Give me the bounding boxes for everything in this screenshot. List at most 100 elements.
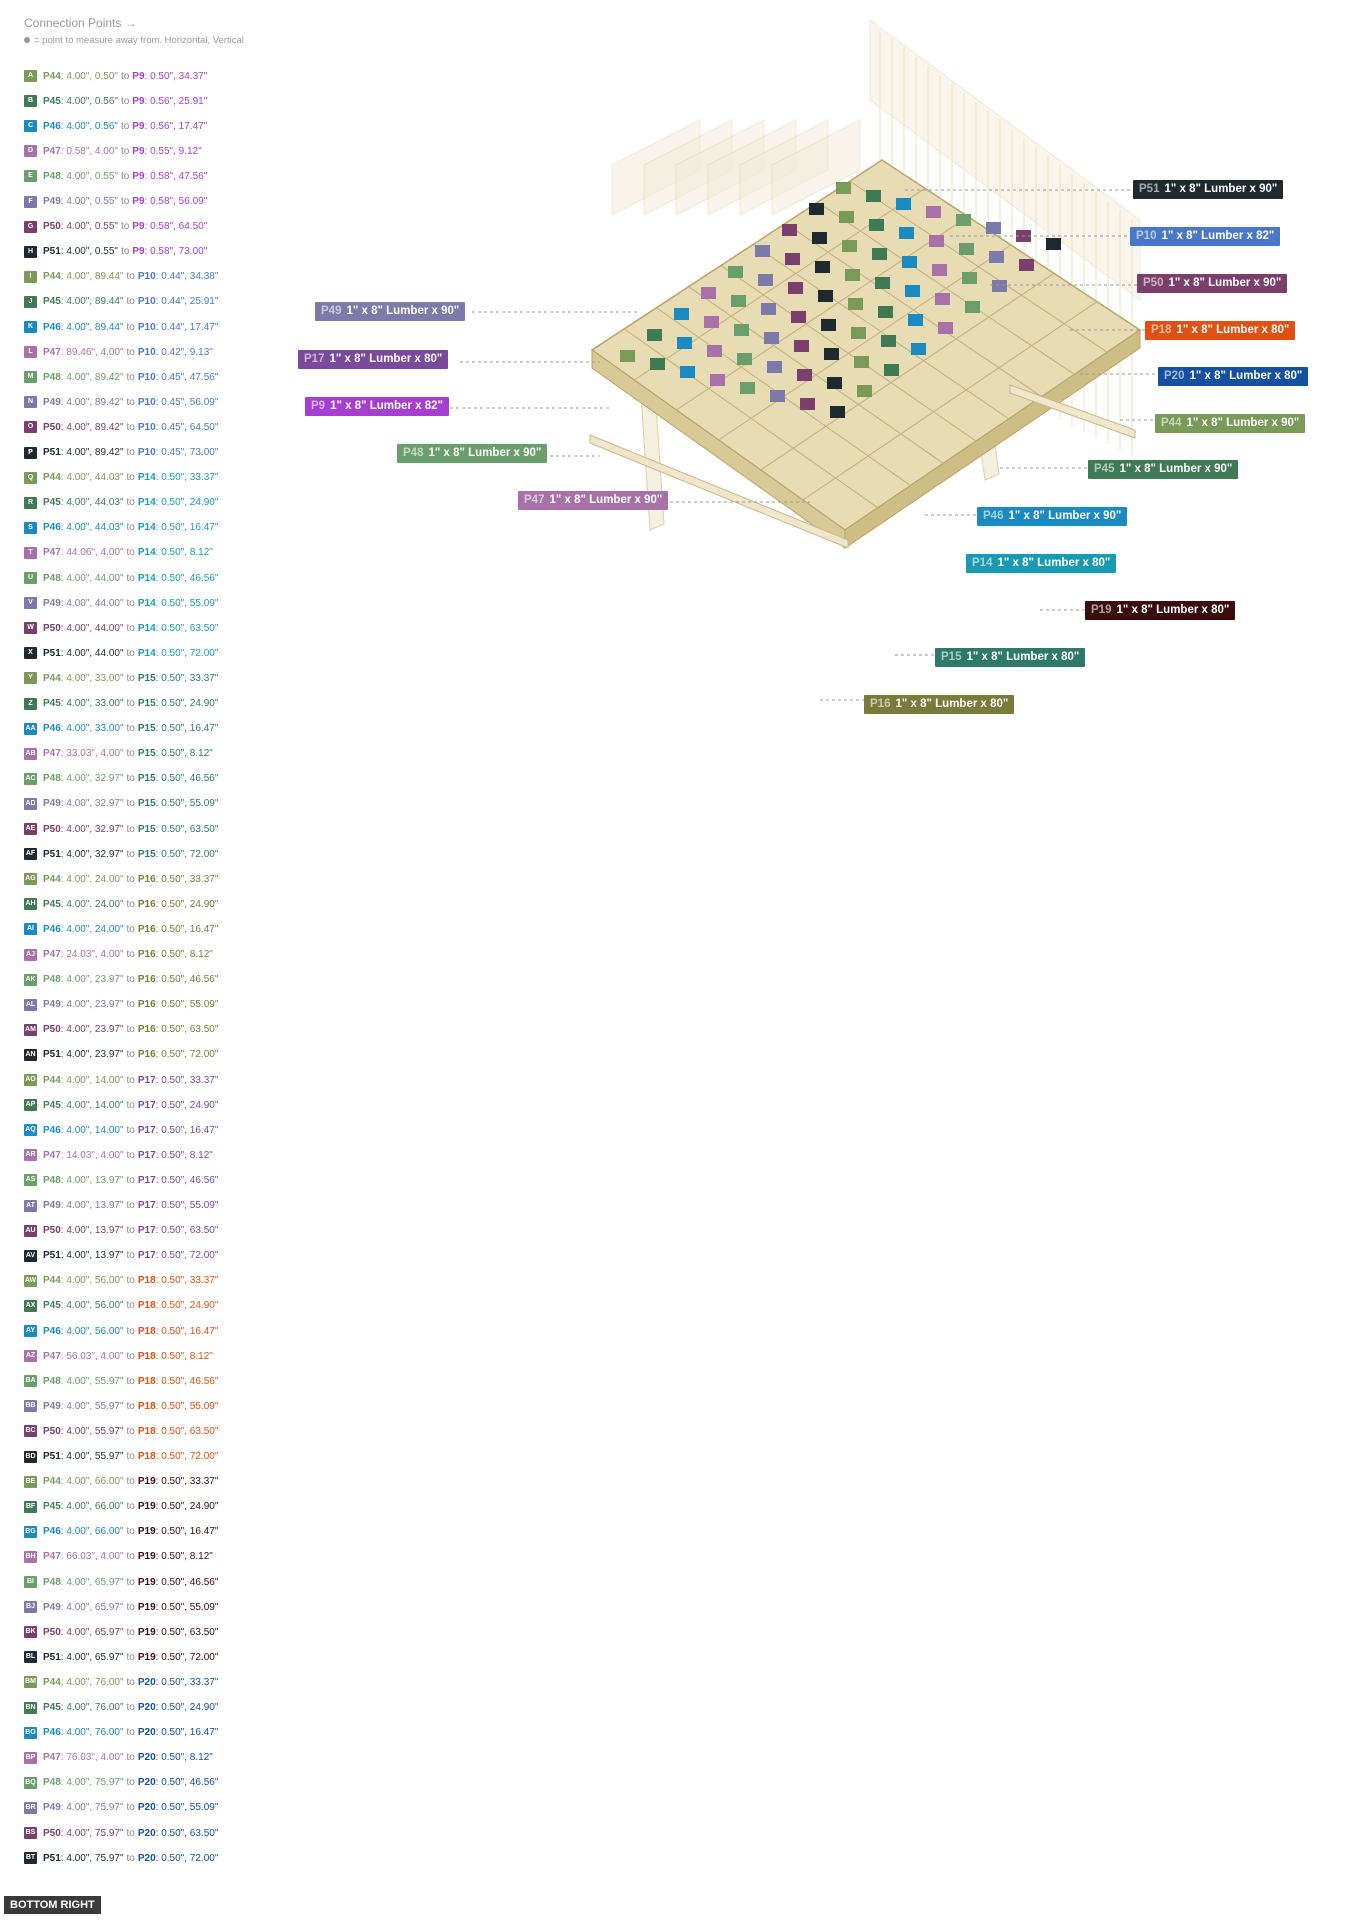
part-b-value: 0.56", 17.47"	[150, 120, 208, 132]
part-a: P46	[43, 321, 61, 333]
part-a-value: 4.00", 32.97"	[66, 798, 124, 810]
part-b: P14	[137, 547, 156, 559]
callout-part-id: P17	[304, 353, 325, 365]
part-a: P45	[43, 1501, 61, 1513]
part-b-value: 0.44", 25.91"	[161, 296, 219, 308]
part-b: P19	[137, 1526, 156, 1538]
marker-bo	[911, 343, 926, 355]
part-b-value: 0.50", 55.09"	[161, 1200, 219, 1211]
part-b: P9	[132, 246, 145, 258]
marker-d	[701, 287, 716, 299]
connection-badge: AG	[24, 873, 37, 886]
part-a: P45	[43, 698, 61, 709]
connection-badge: AO	[24, 1074, 37, 1086]
part-a: P51	[43, 447, 61, 458]
view-label[interactable]: BOTTOM RIGHT	[4, 1896, 101, 1914]
part-b: P14	[137, 572, 156, 584]
part-b-value: 0.58", 64.50"	[150, 221, 208, 233]
part-a-value: 4.00", 89.44"	[66, 271, 124, 283]
part-b: P17	[137, 1149, 156, 1161]
connection-badge: AI	[24, 923, 37, 936]
part-a-value: 4.00", 44.00"	[66, 622, 124, 634]
part-a-value: 4.00", 23.97"	[66, 1024, 124, 1036]
part-b-value: 0.44", 34.38"	[161, 271, 219, 283]
part-b-value: 0.50", 24.90"	[161, 698, 219, 709]
connection-badge: C	[24, 120, 37, 133]
callout-text: 1" x 8" Lumber x 90"	[346, 305, 460, 317]
part-a-value: 4.00", 76.00"	[66, 1702, 124, 1713]
part-a-value: 33.03", 4.00"	[66, 748, 124, 760]
part-b-value: 0.50", 16.47"	[161, 1124, 219, 1136]
part-a: P49	[43, 1200, 61, 1211]
connection-badge: AY	[24, 1325, 37, 1337]
part-a: P44	[43, 672, 61, 684]
part-a: P46	[43, 1325, 61, 1337]
part-a-value: 4.00", 13.97"	[66, 1174, 124, 1186]
part-b: P18	[137, 1400, 156, 1412]
part-b: P15	[137, 672, 156, 684]
connection-badge: B	[24, 95, 37, 108]
part-a-value: 4.00", 14.00"	[66, 1074, 124, 1086]
part-a: P45	[43, 1702, 61, 1713]
callout-part-id: P19	[1091, 604, 1112, 616]
part-a-value: 4.00", 14.00"	[66, 1099, 124, 1111]
part-b: P15	[137, 723, 156, 735]
connection-badge: AU	[24, 1224, 37, 1237]
part-b: P19	[137, 1651, 156, 1663]
part-b: P18	[137, 1350, 156, 1362]
connection-legend: Connection Points → = point to measure a…	[24, 14, 314, 1865]
part-b: P9	[132, 196, 145, 207]
part-a: P49	[43, 196, 61, 207]
callout-part-id: P15	[941, 651, 962, 663]
callout-part-id: P50	[1143, 277, 1164, 289]
marker-at	[770, 390, 785, 402]
marker-am	[794, 340, 809, 352]
part-b-value: 0.45", 56.09"	[161, 396, 219, 408]
part-a-value: 4.00", 65.97"	[66, 1626, 124, 1638]
part-a: P45	[43, 1300, 61, 1312]
connection-badge: Q	[24, 471, 37, 484]
part-b-value: 0.50", 8.12"	[161, 748, 213, 760]
part-a: P51	[43, 1049, 61, 1061]
callout-text: 1" x 8" Lumber x 80"	[1176, 324, 1290, 336]
part-a: P49	[43, 999, 61, 1011]
part-b-value: 0.50", 24.90"	[161, 1702, 219, 1713]
marker-bn	[884, 364, 899, 376]
marker-b	[647, 329, 662, 341]
part-b-value: 0.50", 46.56"	[161, 974, 219, 986]
part-a: P48	[43, 974, 61, 986]
part-b: P15	[137, 848, 156, 860]
part-a-value: 4.00", 89.44"	[66, 296, 124, 308]
part-a: P50	[43, 622, 61, 634]
part-b-value: 0.50", 55.09"	[161, 798, 219, 810]
marker-an	[821, 319, 836, 331]
part-b: P10	[137, 346, 156, 358]
callout-part-id: P49	[321, 305, 342, 317]
callout-text: 1" x 8" Lumber x 80"	[1189, 370, 1303, 382]
part-b: P9	[132, 145, 145, 157]
connection-badge: BM	[24, 1676, 37, 1689]
part-a-value: 4.00", 44.03"	[66, 522, 124, 534]
part-a-value: 4.00", 32.97"	[66, 823, 124, 835]
part-b: P17	[137, 1124, 156, 1136]
connection-badge: BG	[24, 1525, 37, 1538]
part-a: P46	[43, 923, 61, 935]
connection-badge: AZ	[24, 1350, 37, 1363]
callout-text: 1" x 8" Lumber x 90"	[549, 494, 663, 506]
